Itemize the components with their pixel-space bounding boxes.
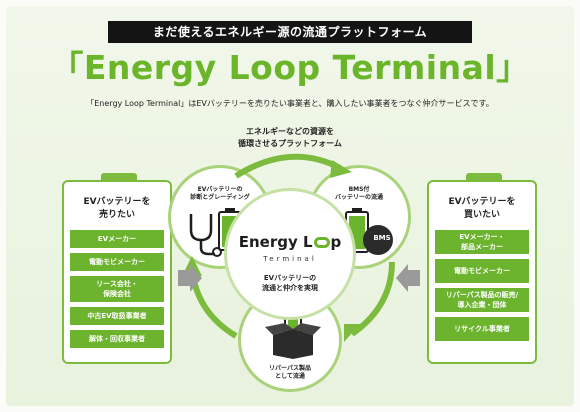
seller-item: リース会社・保険会社 (70, 276, 164, 302)
seller-item: 電動モビメーカー (70, 253, 164, 271)
buyer-item: リサイクル事業者 (435, 317, 529, 341)
buyer-item: EVメーカー・部品メーカー (435, 230, 529, 254)
buyer-panel-title: EVバッテリーを 買いたい (429, 196, 535, 222)
loop-icon (313, 237, 330, 248)
buyer-panel: EVバッテリーを 買いたい EVメーカー・部品メーカー 電動モビメーカー リパー… (427, 173, 537, 364)
subtitle: 「Energy Loop Terminal」はEVバッテリーを売りたい事業者と、… (86, 99, 494, 108)
cycle-caption-line1: エネルギーなどの資源を (246, 127, 334, 136)
battery-cap (466, 173, 502, 181)
bms-badge: BMS (373, 234, 391, 242)
cycle-caption-line2: 循環させるプラットフォーム (238, 139, 342, 148)
buyer-list: EVメーカー・部品メーカー 電動モビメーカー リパーパス製品の販売/導入企業・団… (435, 230, 529, 341)
seller-item: 解体・回収事業者 (70, 330, 164, 348)
main-title: 「Energy Loop Terminal」 (50, 48, 530, 87)
center-description: EVバッテリーの 流通と仲介を実現 (262, 274, 318, 292)
buyer-title-line1: EVバッテリーを (448, 197, 516, 207)
diagnosis-label: EVバッテリーの 診断とグレーディング (190, 186, 250, 201)
seller-panel-title: EVバッテリーを 売りたい (64, 196, 170, 222)
repurpose-label: リパーパス製品 として流通 (269, 365, 311, 380)
seller-panel: EVバッテリーを 売りたい EVメーカー 電動モビメーカー リース会社・保険会社… (62, 173, 172, 364)
logo-subtitle: Terminal (263, 255, 317, 263)
bms-label: BMS付 バッテリーの流通 (334, 186, 383, 201)
buyer-item: 電動モビメーカー (435, 259, 529, 283)
seller-item: 中古EV取扱事業者 (70, 307, 164, 325)
seller-title-line2: 売りたい (98, 210, 135, 220)
top-banner: まだ使えるエネルギー源の流通プラットフォーム (108, 21, 472, 43)
seller-list: EVメーカー 電動モビメーカー リース会社・保険会社 中古EV取扱事業者 解体・… (70, 230, 164, 348)
cycle-caption: エネルギーなどの資源を 循環させるプラットフォーム (190, 126, 390, 150)
battery-cap (101, 173, 137, 181)
box-battery-icon (265, 310, 321, 359)
seller-title-line1: EVバッテリーを (83, 197, 151, 207)
buyer-item: リパーパス製品の販売/導入企業・団体 (435, 288, 529, 312)
seller-item: EVメーカー (70, 230, 164, 248)
buyer-title-line2: 買いたい (463, 210, 500, 220)
